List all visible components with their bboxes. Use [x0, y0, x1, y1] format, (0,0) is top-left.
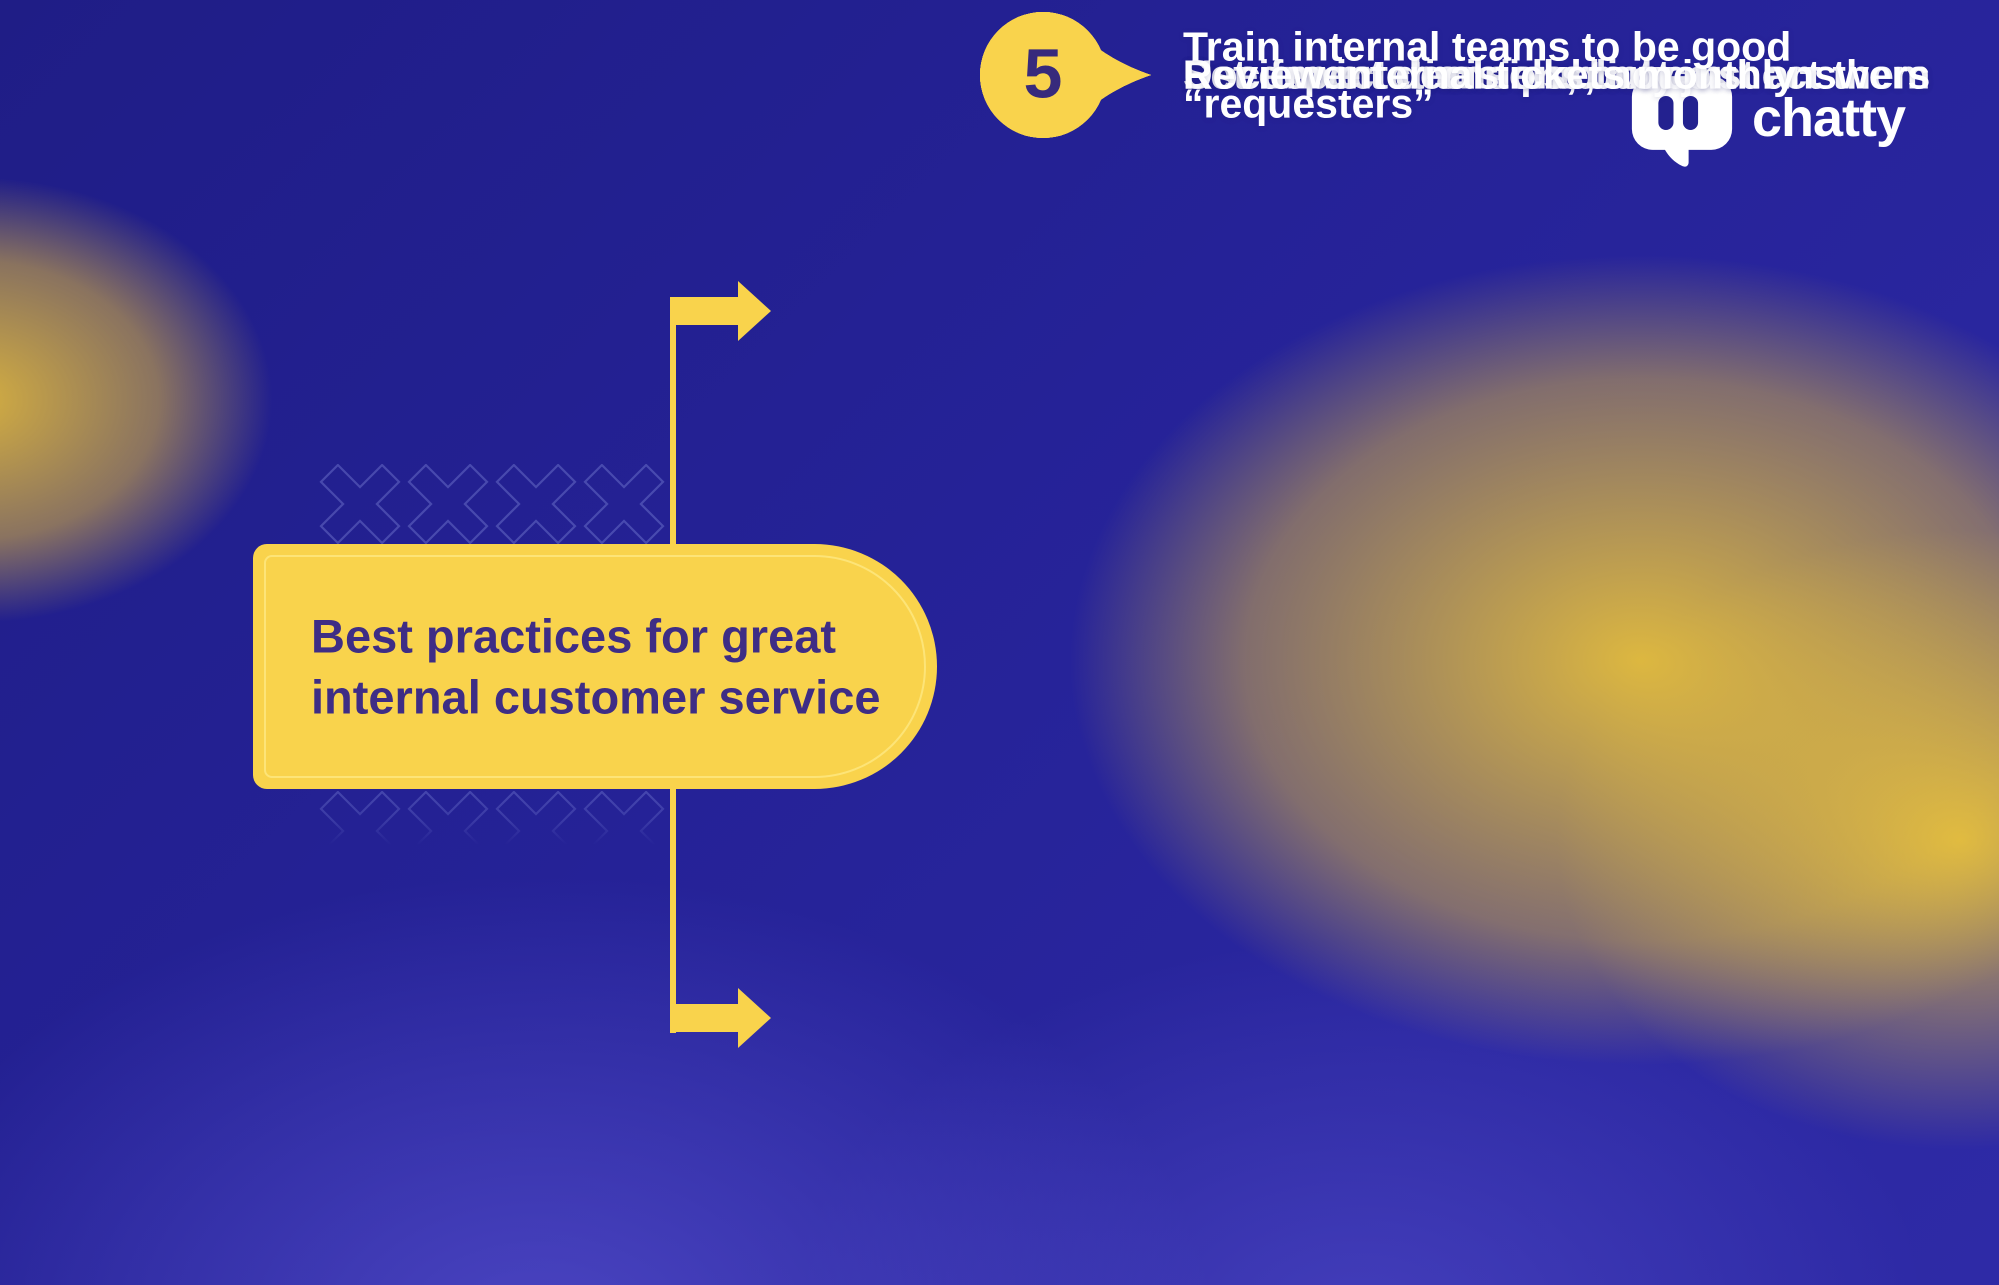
item-label: Use fewer channels, but connect them [1183, 51, 1931, 98]
item-label: Set expectations publicly [1183, 51, 1676, 98]
arrow-top-head-icon [738, 281, 771, 341]
arrow-bottom-icon [670, 1004, 740, 1032]
numbered-bubble: 5 [975, 0, 1165, 150]
x-pattern-top [319, 464, 665, 544]
brand-name: chatty [1752, 88, 1906, 148]
item-label: Document decisions, not just answers [1183, 51, 1931, 98]
list-item: 5 Train internal teams to be good “reque… [975, 0, 1975, 150]
title-box: Best practices for great internal custom… [253, 544, 937, 789]
bubble-shape-icon [980, 12, 1151, 138]
speech-bubble-icon [1631, 76, 1733, 167]
page-title: Best practices for great internal custom… [311, 608, 881, 724]
brand-logo: chatty [1630, 74, 1906, 168]
item-number: 5 [1023, 34, 1063, 113]
item-label: Review internal tickets monthly [1183, 51, 1796, 98]
x-pattern-bottom [319, 791, 665, 871]
arrow-bottom-head-icon [738, 988, 771, 1048]
item-label: Train internal teams to be good “request… [1183, 23, 1792, 126]
arrow-top-icon [670, 297, 740, 325]
